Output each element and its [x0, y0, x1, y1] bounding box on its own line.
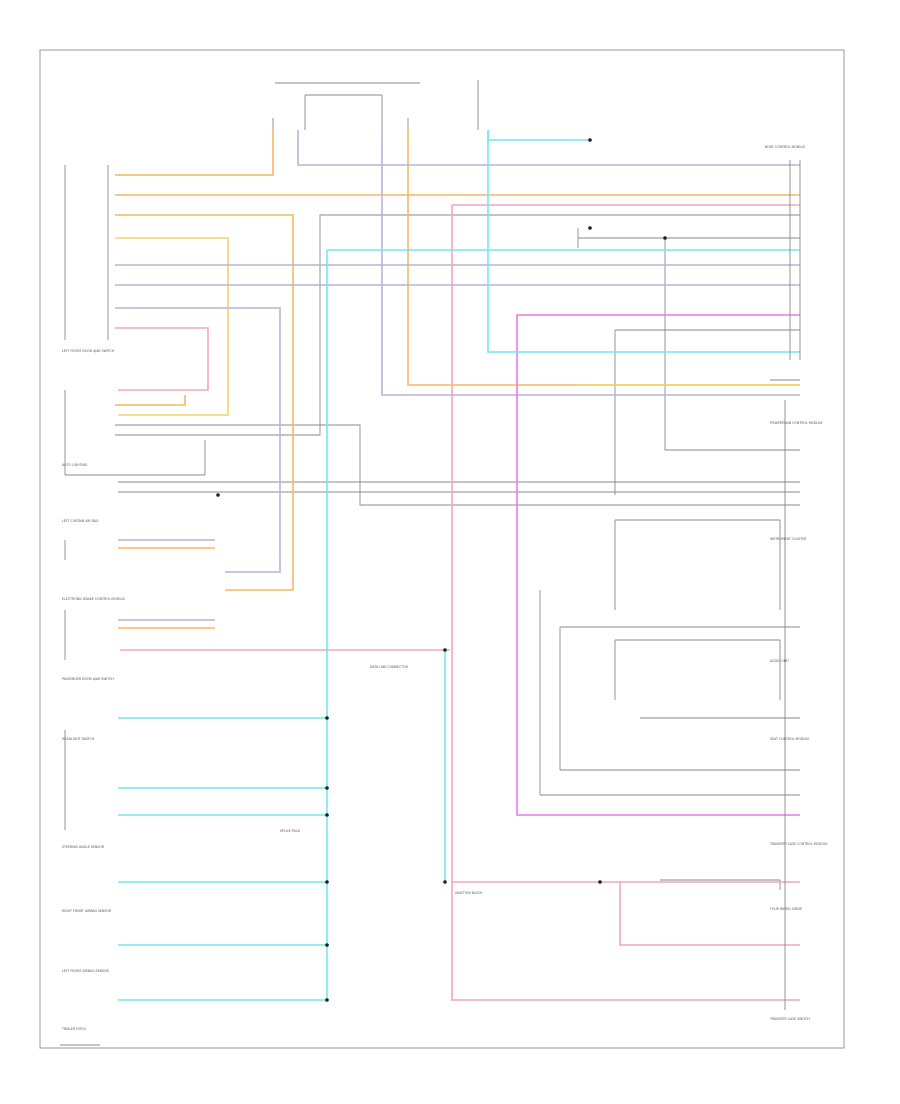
center-component-labels: DATA LINK CONNECTOR SPLICE PACK JUNCTION…	[280, 665, 483, 895]
label-data-link-connector: DATA LINK CONNECTOR	[370, 665, 409, 669]
splice-dots	[216, 138, 667, 1002]
label-transfer-case-control-module: TRANSFER CASE CONTROL MODULE	[769, 842, 828, 846]
magenta-wires	[516, 314, 800, 816]
label-passenger-door-ajar: PASSENGER DOOR AJAR SWITCH	[62, 677, 114, 681]
label-audio-unit: AUDIO UNIT	[770, 659, 789, 663]
label-auto-lighting: AUTO LIGHTING	[62, 463, 88, 467]
label-trailer-hitch: TRAILER HITCH	[61, 1027, 86, 1031]
right-connector-pins	[784, 160, 801, 1010]
label-junction-block: JUNCTION BLOCK	[454, 891, 483, 895]
cyan-wires	[118, 130, 800, 1001]
left-component-labels: LEFT FRONT DOOR AJAR SWITCH AUTO LIGHTIN…	[61, 349, 125, 1031]
label-transfer-case-switch: TRANSFER CASE SWITCH	[769, 1017, 810, 1021]
label-ebcm: ELECTRONIC BRAKE CONTROL MODULE	[62, 597, 125, 601]
label-left-front-door-ajar: LEFT FRONT DOOR AJAR SWITCH	[62, 349, 115, 353]
label-four-wheel-drive: FOUR WHEEL DRIVE	[770, 907, 802, 911]
label-headlight-switch: HEADLIGHT SWITCH	[62, 737, 95, 741]
yellow-wires	[115, 237, 800, 416]
pink-wires	[115, 204, 800, 1001]
label-left-curtain-airbag: LEFT CURTAIN AIR BAG	[62, 519, 99, 523]
violet-wires	[115, 130, 800, 621]
label-body-control-module: BODY CONTROL MODULE	[765, 145, 805, 149]
diagram-border	[39, 49, 845, 1049]
right-component-labels: BODY CONTROL MODULE POWERTRAIN CONTROL M…	[765, 145, 828, 1021]
label-seat-control-module: SEAT CONTROL MODULE	[770, 737, 809, 741]
label-right-front-airbag-sensor: RIGHT FRONT AIRBAG SENSOR	[62, 909, 112, 913]
label-left-front-airbag-sensor: LEFT FRONT AIRBAG SENSOR	[62, 969, 110, 973]
ground-and-signal-wires	[60, 165, 800, 1046]
label-splice-pack: SPLICE PACK	[280, 829, 301, 833]
label-powertrain-control-module: POWERTRAIN CONTROL MODULE	[770, 421, 823, 425]
top-fuse-bracket	[272, 80, 479, 130]
label-steering-angle-sensor: STEERING ANGLE SENSOR	[62, 845, 105, 849]
label-instrument-cluster: INSTRUMENT CLUSTER	[770, 537, 807, 541]
